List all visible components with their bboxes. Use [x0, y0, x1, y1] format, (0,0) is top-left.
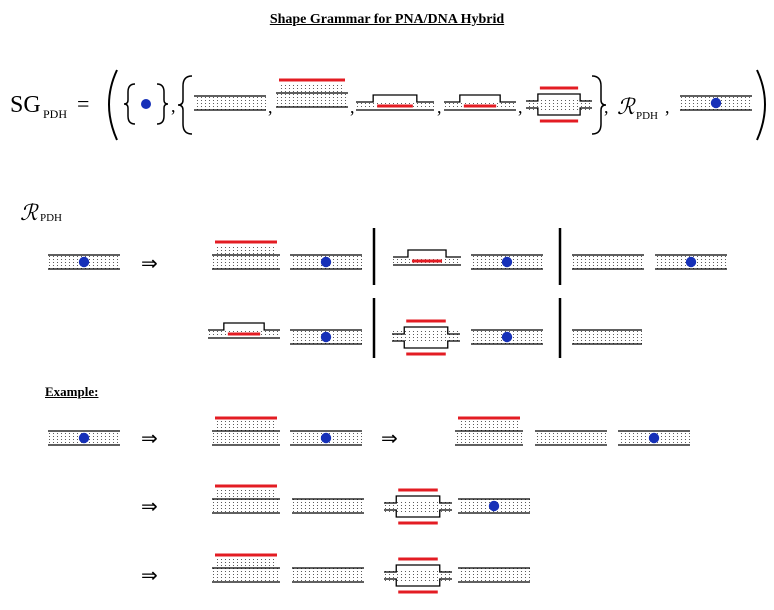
shape-set-comma-3: ,: [437, 97, 442, 117]
left-paren: [108, 69, 118, 141]
comma-7: ,: [665, 97, 670, 117]
rules-symbol: ℛ: [20, 200, 39, 225]
marker-set-left-brace: [123, 83, 136, 125]
shape-layer: [48, 78, 752, 594]
rule6-duplex: [572, 329, 642, 345]
comma-1: ,: [171, 96, 176, 116]
sg-subscript: PDH: [43, 107, 67, 121]
rule3-duplex-marked: [655, 254, 727, 270]
shape-set-left-brace: [177, 75, 193, 135]
marker-dot: [648, 432, 660, 444]
marker-dot: [141, 99, 151, 109]
ex1-start: [48, 430, 120, 446]
rule-lhs: [48, 254, 120, 270]
marker-dot: [488, 500, 500, 512]
right-paren: [756, 69, 766, 141]
example-arrow-2: ⇒: [381, 426, 398, 450]
rule-separators: [372, 228, 562, 358]
rule-arrow: ⇒: [141, 251, 158, 275]
marker-dot: [320, 432, 332, 444]
ex3-triplex: [212, 484, 280, 514]
ex2-duplex-marked: [618, 430, 690, 446]
example-arrow-3: ⇒: [141, 494, 158, 518]
shape-double-invasion: [526, 86, 592, 123]
example-arrow-4: ⇒: [141, 563, 158, 587]
ex3-double-invasion: [384, 488, 452, 525]
rule5-double-invasion: [392, 319, 460, 356]
marker-dot: [501, 331, 513, 343]
shape-invasion-a: [356, 94, 434, 111]
rule-symbol: ℛ: [617, 94, 636, 119]
marker-dot: [685, 256, 697, 268]
rule4-invasion: [208, 322, 280, 339]
shape-triplex: [276, 78, 348, 108]
shape-set-right-brace: [591, 75, 607, 135]
marker-dot: [78, 256, 90, 268]
equals-sign: =: [77, 91, 89, 116]
marker-dot: [78, 432, 90, 444]
ex3-duplex: [292, 498, 364, 514]
rule1-triplex: [212, 240, 280, 270]
diagram-title: Shape Grammar for PNA/DNA Hybrid: [269, 12, 505, 27]
marker-dot: [501, 256, 513, 268]
rule5-duplex: [471, 329, 543, 345]
rule4-duplex: [290, 329, 362, 345]
shape-set-comma-1: ,: [268, 97, 273, 117]
rule2-invasion: [393, 249, 461, 266]
marker-dot: [320, 331, 332, 343]
comma-6: ,: [604, 97, 609, 117]
arrow-layer: ⇒ ⇒ ⇒ ⇒ ⇒,,,,: [141, 97, 523, 587]
example-arrow-1: ⇒: [141, 426, 158, 450]
example-label: Example:: [45, 384, 99, 399]
shape-set-comma-2: ,: [350, 97, 355, 117]
rule1-duplex: [290, 254, 362, 270]
rules-heading: ℛ PDH: [20, 200, 62, 225]
ex4-triplex: [212, 553, 280, 583]
ex4-duplex: [292, 567, 364, 583]
marker-dot: [320, 256, 332, 268]
marker-dot: [710, 97, 722, 109]
sg-definition: SG PDH = , , ℛ PDH ,: [10, 69, 766, 141]
rules-subscript: PDH: [40, 212, 62, 224]
ex2-triplex: [455, 416, 523, 446]
shape-set-comma-4: ,: [518, 97, 523, 117]
ex4-double-invasion: [384, 557, 452, 594]
ex1-duplex: [290, 430, 362, 446]
rule-subscript: PDH: [636, 110, 658, 122]
shape-duplex: [194, 95, 266, 111]
ex3-duplex-marked: [458, 498, 530, 514]
marker-set-right-brace: [156, 83, 169, 125]
ex1-triplex: [212, 416, 280, 446]
sg-symbol: SG: [10, 92, 41, 118]
rule2-duplex: [471, 254, 543, 270]
shape-invasion-b: [444, 94, 516, 111]
ex4-duplex-end: [458, 567, 530, 583]
rule3-duplex: [572, 254, 644, 270]
ex2-duplex: [535, 430, 607, 446]
start-shape: [680, 95, 752, 111]
